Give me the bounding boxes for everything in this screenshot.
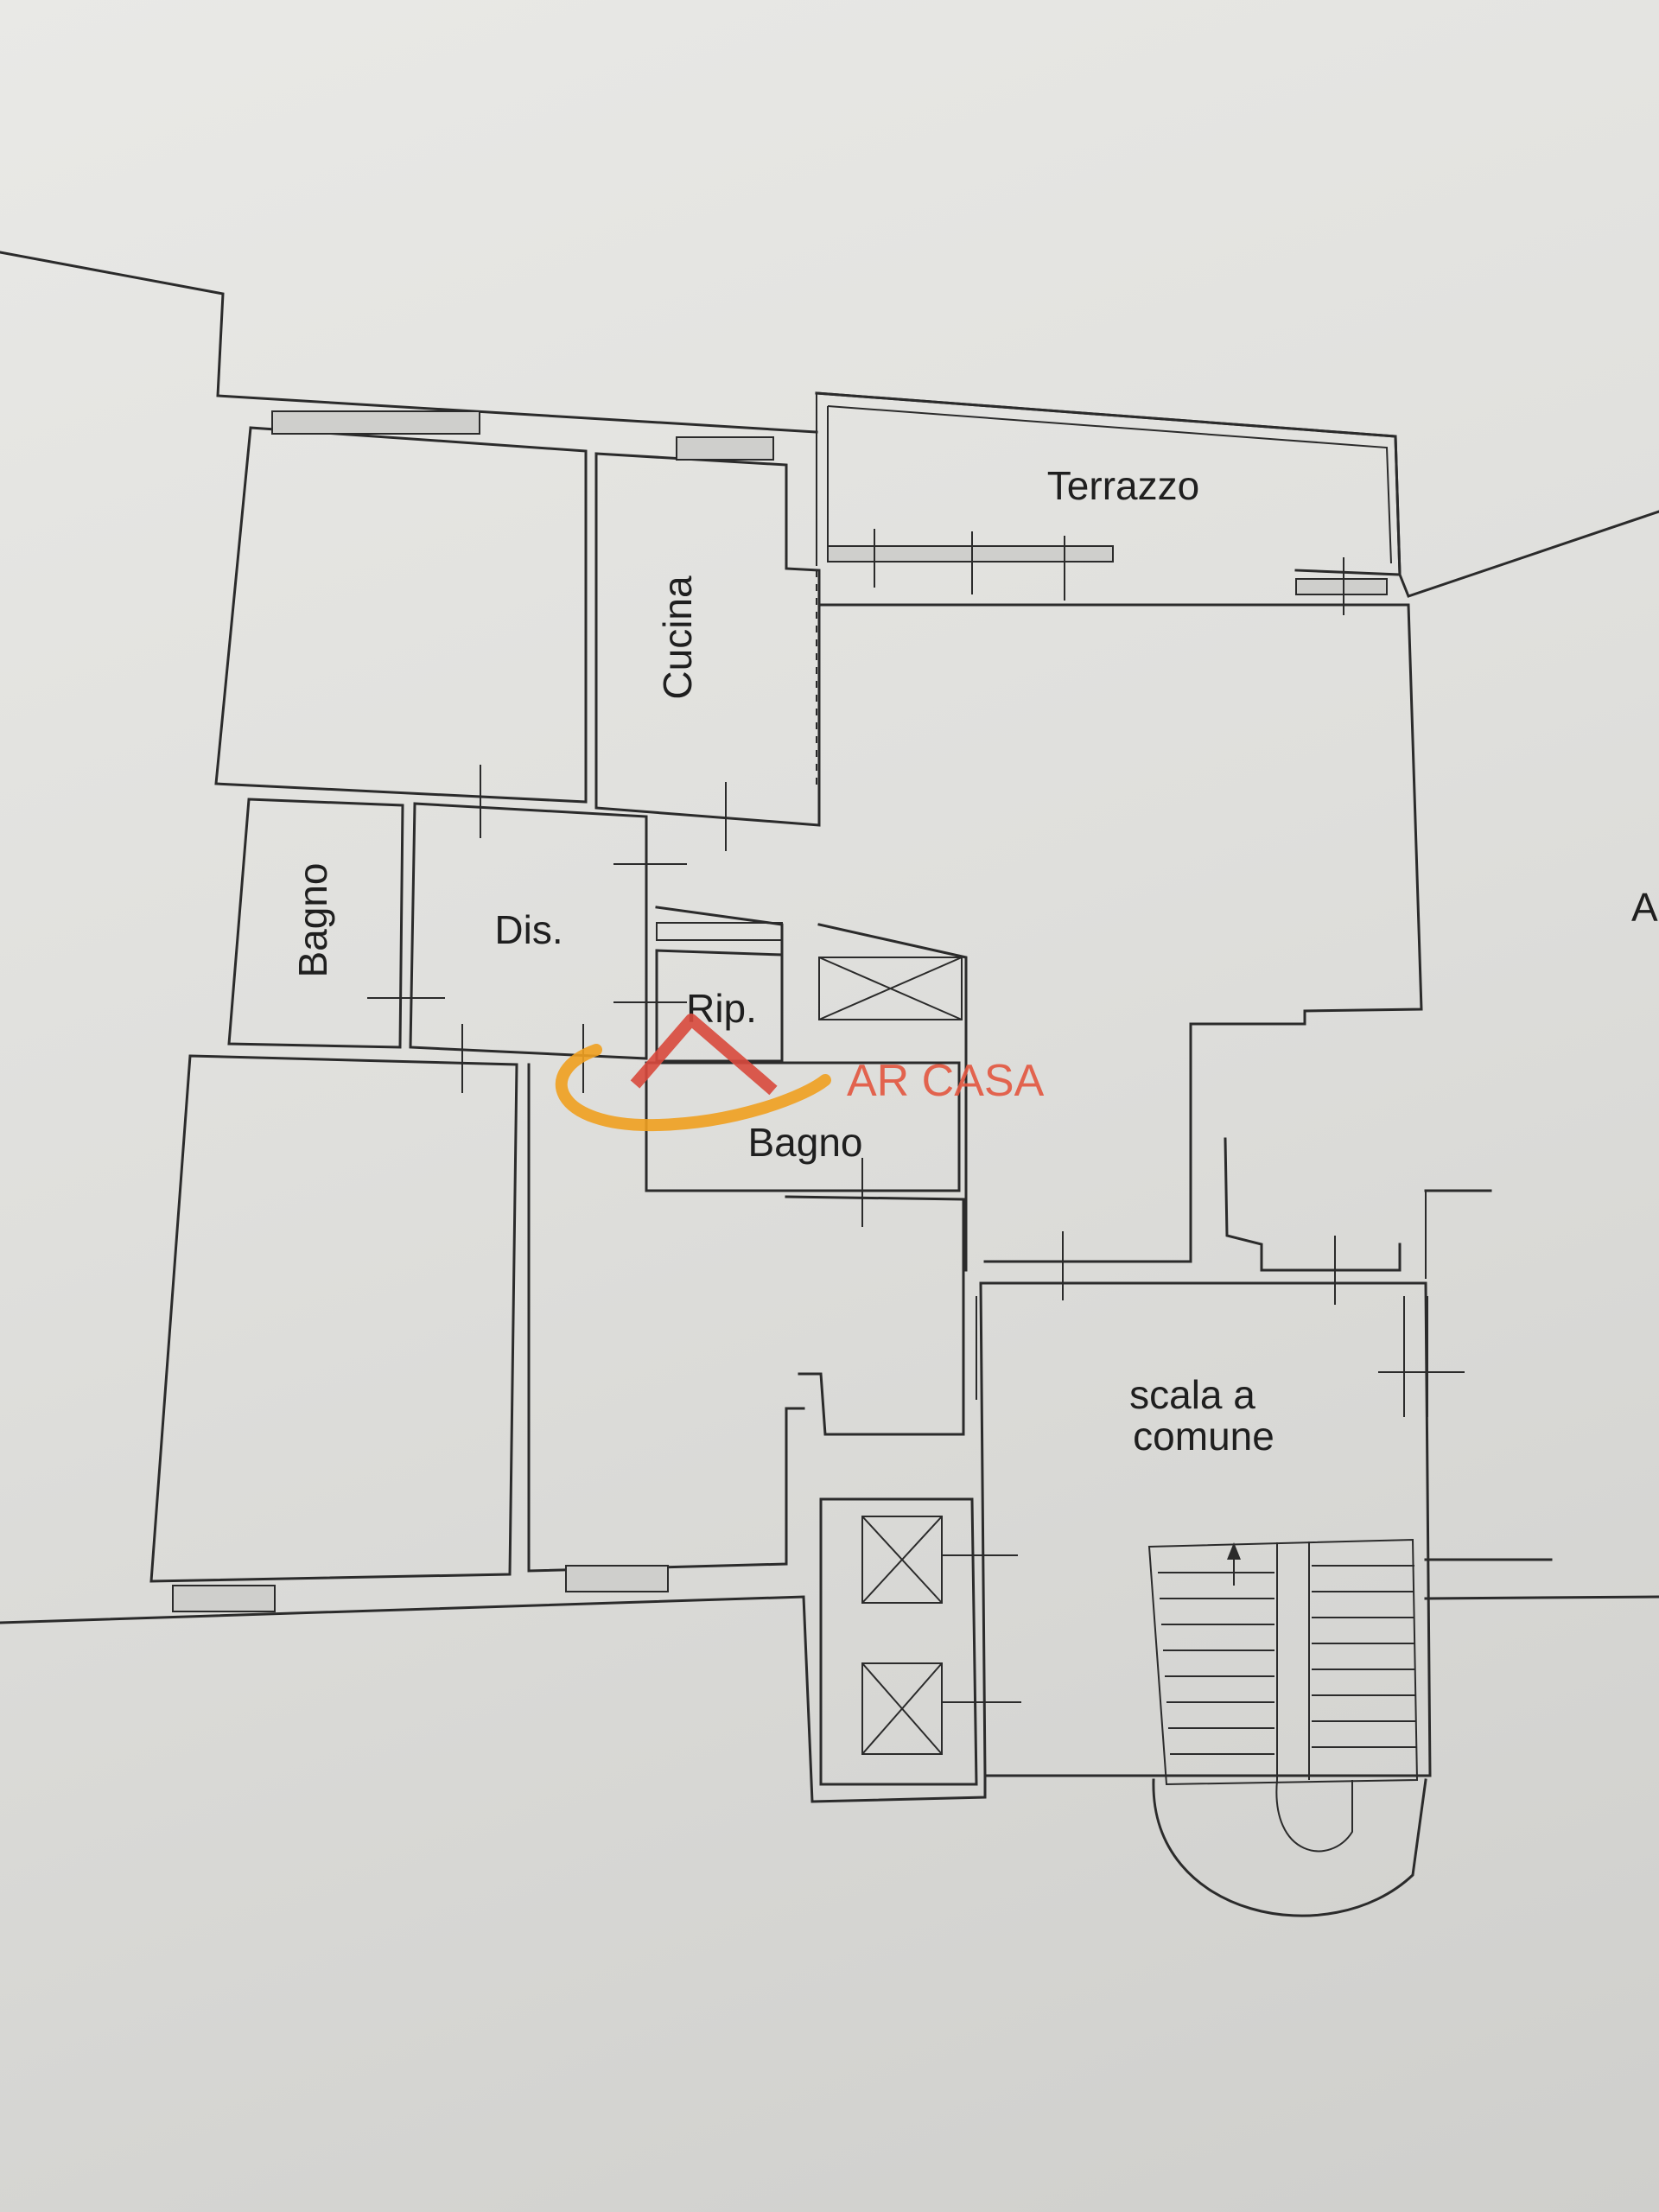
label-scala-line2: comune bbox=[1133, 1414, 1274, 1459]
logo-roof-icon bbox=[630, 1014, 778, 1096]
duct-strip bbox=[656, 922, 783, 941]
label-terrazzo: Terrazzo bbox=[1047, 463, 1199, 508]
terrazzo-window bbox=[827, 545, 1114, 563]
ar-casa-logo: AR CASA bbox=[555, 1014, 1045, 1132]
label-bagno-left: Bagno bbox=[290, 862, 335, 977]
kitchen-room bbox=[594, 436, 821, 851]
stair-treads bbox=[1158, 1565, 1416, 1755]
stair-well-curve bbox=[1275, 1779, 1353, 1853]
shaft-box bbox=[818, 957, 963, 1020]
terrazzo-door bbox=[1295, 578, 1388, 595]
window-top-left bbox=[271, 410, 480, 435]
outer-walls bbox=[0, 251, 1659, 1803]
label-cucina: Cucina bbox=[655, 575, 700, 700]
bathroom-left bbox=[227, 798, 445, 1049]
bathroom-center bbox=[645, 1061, 961, 1227]
label-scala-line1: scala a bbox=[1129, 1372, 1255, 1417]
common-staircase bbox=[976, 1189, 1492, 1917]
logo-text: AR CASA bbox=[847, 1056, 1045, 1106]
stair-curve bbox=[1152, 1778, 1427, 1917]
label-dis: Dis. bbox=[494, 907, 563, 952]
storage-rip bbox=[655, 949, 784, 1063]
window-bottom-center bbox=[565, 1565, 669, 1592]
living-room bbox=[819, 603, 1423, 1272]
kitchen-window bbox=[676, 436, 774, 461]
bedroom-bottom-left bbox=[149, 1054, 518, 1612]
stair-arrow-icon bbox=[1227, 1542, 1241, 1560]
vent-shafts bbox=[819, 1497, 1021, 1786]
bedroom-top-left bbox=[214, 410, 588, 804]
window-bottom-left bbox=[172, 1585, 276, 1612]
bedroom-bottom-center bbox=[527, 1063, 965, 1592]
label-bagno-center: Bagno bbox=[747, 1120, 862, 1165]
label-edge-a: A bbox=[1631, 885, 1658, 930]
logo-swoosh bbox=[555, 1044, 831, 1132]
